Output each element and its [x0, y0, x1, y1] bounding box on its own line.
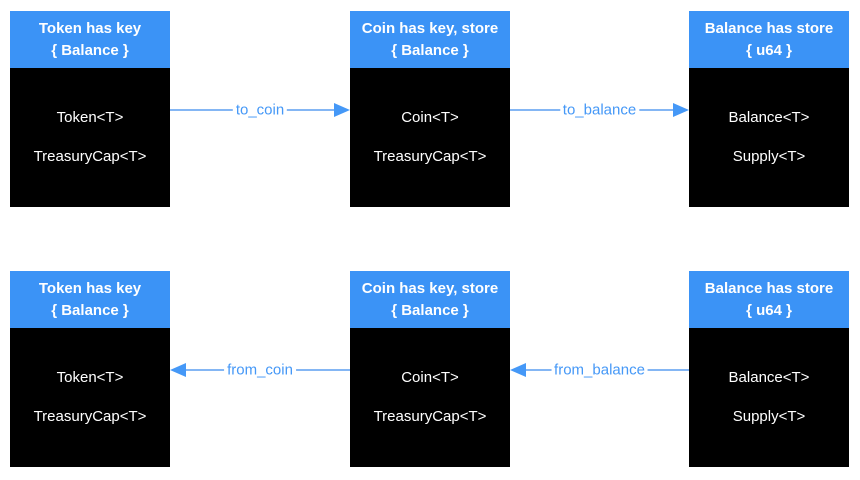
- header-line1: Balance has store: [704, 19, 834, 37]
- header-line1: Coin has key, store: [361, 279, 499, 297]
- struct-box-token-bottom: Token has key { Balance } Token<T> Treas…: [10, 271, 170, 467]
- struct-box-body: Balance<T> Supply<T>: [689, 328, 849, 467]
- arrow-to-coin: to_coin: [170, 101, 350, 119]
- field-label: Coin<T>: [401, 369, 459, 386]
- field-label: Coin<T>: [401, 109, 459, 126]
- header-line1: Token has key: [38, 19, 142, 37]
- field-label: TreasuryCap<T>: [373, 148, 487, 165]
- header-line1: Coin has key, store: [361, 19, 499, 37]
- arrow-to-balance: to_balance: [510, 101, 689, 119]
- struct-box-body: Token<T> TreasuryCap<T>: [10, 68, 170, 207]
- field-label: TreasuryCap<T>: [33, 408, 147, 425]
- struct-box-header: Coin has key, store { Balance }: [350, 271, 510, 328]
- struct-box-coin-bottom: Coin has key, store { Balance } Coin<T> …: [350, 271, 510, 467]
- struct-box-token-top: Token has key { Balance } Token<T> Treas…: [10, 11, 170, 207]
- arrow-from-balance: from_balance: [510, 361, 689, 379]
- struct-box-coin-top: Coin has key, store { Balance } Coin<T> …: [350, 11, 510, 207]
- arrow-from-coin: from_coin: [170, 361, 350, 379]
- header-line2: { u64 }: [746, 301, 792, 319]
- field-label: Token<T>: [56, 369, 124, 386]
- arrow-label: to_balance: [559, 101, 640, 119]
- field-label: TreasuryCap<T>: [373, 408, 487, 425]
- field-label: Balance<T>: [728, 109, 810, 126]
- header-line2: { u64 }: [746, 41, 792, 59]
- struct-box-body: Token<T> TreasuryCap<T>: [10, 328, 170, 467]
- arrow-label: to_coin: [232, 101, 288, 119]
- struct-box-header: Coin has key, store { Balance }: [350, 11, 510, 68]
- arrowhead-right-icon: [673, 103, 689, 117]
- header-line1: Token has key: [38, 279, 142, 297]
- header-line2: { Balance }: [391, 301, 469, 319]
- header-line2: { Balance }: [391, 41, 469, 59]
- header-line2: { Balance }: [51, 301, 129, 319]
- struct-box-balance-top: Balance has store { u64 } Balance<T> Sup…: [689, 11, 849, 207]
- struct-box-header: Balance has store { u64 }: [689, 11, 849, 68]
- arrow-label: from_coin: [224, 361, 296, 379]
- field-label: Supply<T>: [732, 148, 806, 165]
- struct-box-header: Token has key { Balance }: [10, 271, 170, 328]
- struct-box-balance-bottom: Balance has store { u64 } Balance<T> Sup…: [689, 271, 849, 467]
- field-label: Balance<T>: [728, 369, 810, 386]
- struct-box-body: Coin<T> TreasuryCap<T>: [350, 68, 510, 207]
- field-label: Token<T>: [56, 109, 124, 126]
- struct-box-header: Balance has store { u64 }: [689, 271, 849, 328]
- struct-box-header: Token has key { Balance }: [10, 11, 170, 68]
- struct-box-body: Coin<T> TreasuryCap<T>: [350, 328, 510, 467]
- arrow-label: from_balance: [551, 361, 648, 379]
- field-label: TreasuryCap<T>: [33, 148, 147, 165]
- arrowhead-left-icon: [510, 363, 526, 377]
- header-line2: { Balance }: [51, 41, 129, 59]
- header-line1: Balance has store: [704, 279, 834, 297]
- struct-box-body: Balance<T> Supply<T>: [689, 68, 849, 207]
- field-label: Supply<T>: [732, 408, 806, 425]
- arrowhead-right-icon: [334, 103, 350, 117]
- arrowhead-left-icon: [170, 363, 186, 377]
